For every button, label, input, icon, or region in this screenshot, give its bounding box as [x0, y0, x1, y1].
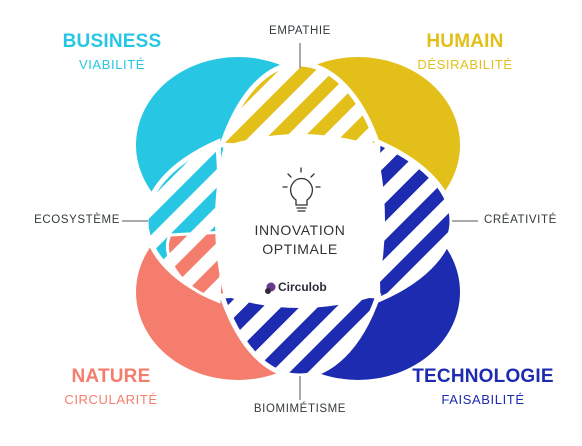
- center-panel: [215, 134, 385, 308]
- business-title: BUSINESS: [62, 31, 162, 52]
- technologie-subtitle: FAISABILITÉ: [441, 392, 525, 407]
- technologie-title: TECHNOLOGIE: [412, 366, 554, 387]
- center-title-line1: INNOVATION: [254, 222, 346, 238]
- humain-title: HUMAIN: [426, 31, 504, 52]
- center-title-line2: OPTIMALE: [262, 241, 338, 257]
- humain-subtitle: DÉSIRABILITÉ: [417, 57, 513, 72]
- overlap-creativite: [373, 138, 455, 304]
- label-empathie: EMPATHIE: [269, 25, 331, 37]
- overlap-empathie: [218, 61, 382, 153]
- business-subtitle: VIABILITÉ: [78, 57, 146, 72]
- nature-subtitle: CIRCULARITÉ: [64, 392, 158, 407]
- label-creativite: CRÉATIVITÉ: [484, 214, 557, 226]
- circulob-logo-icon: [265, 282, 276, 294]
- nature-title: NATURE: [71, 366, 151, 387]
- lightbulb-icon: [282, 167, 321, 212]
- overlap-biomimetisme: [218, 289, 382, 379]
- brand-name: Circulob: [278, 280, 327, 294]
- label-biomimetisme: BIOMIMÉTISME: [253, 403, 347, 415]
- label-ecosysteme: ECOSYSTÈME: [34, 214, 120, 226]
- overlap-nature-hatch: [165, 230, 228, 302]
